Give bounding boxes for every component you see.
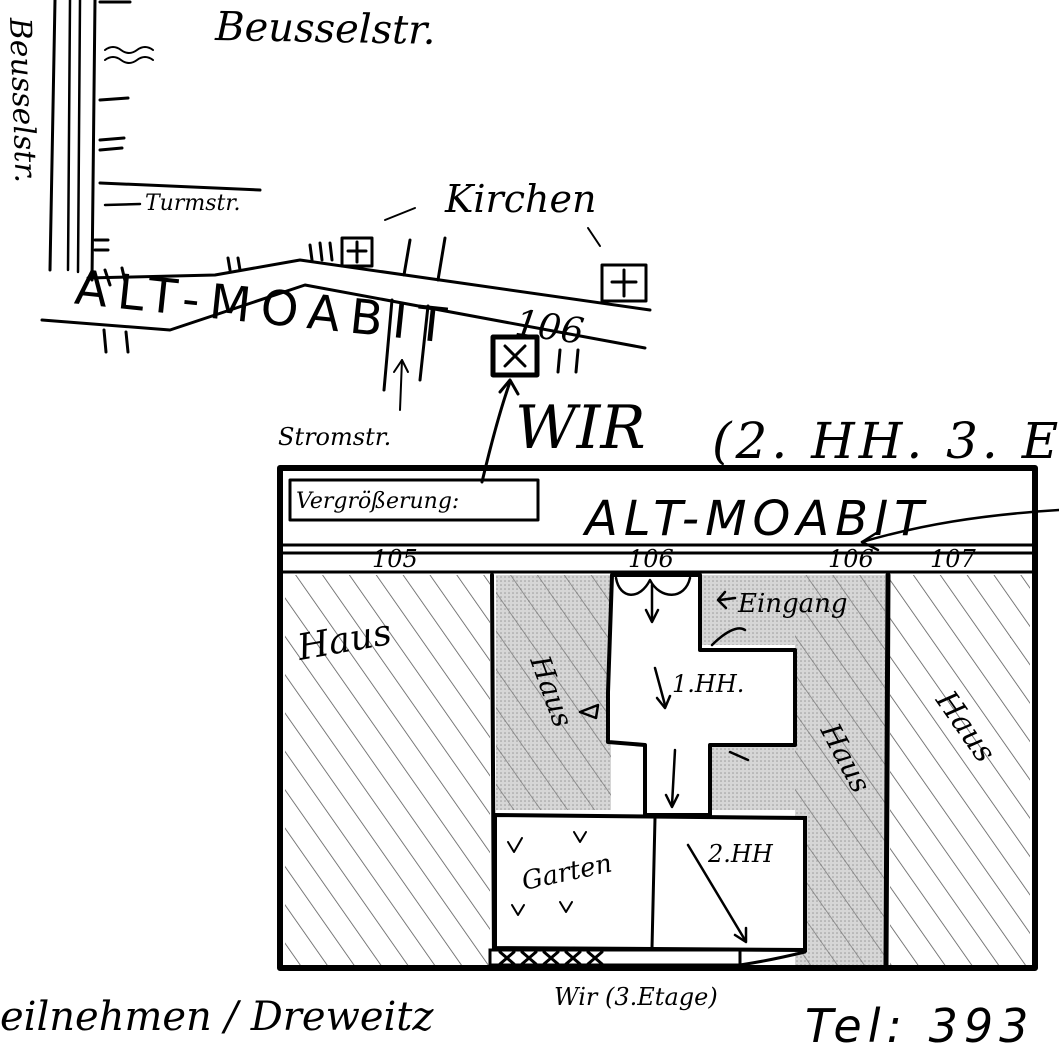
phone-number: Tel: 393 bbox=[805, 999, 1034, 1053]
house-107-block bbox=[890, 575, 1030, 965]
house-number-106-b: 106 bbox=[828, 545, 874, 573]
church-cross-icon bbox=[340, 236, 374, 268]
house-number-106-a: 106 bbox=[628, 545, 674, 573]
x-box-icon bbox=[490, 334, 540, 378]
footer: eilnehmen / Dreweitz Tel: 393 bbox=[0, 994, 1034, 1053]
we-label: WIR bbox=[515, 393, 646, 463]
enlargement-street: ALT-MOABIT bbox=[582, 491, 930, 547]
church-cross-icon bbox=[600, 263, 648, 303]
courtyard-1-label: 1.HH. bbox=[672, 670, 744, 698]
we-floor-label: Wir (3.Etage) bbox=[554, 983, 718, 1011]
courtyard-2-label: 2.HH bbox=[707, 840, 774, 868]
house-number-107: 107 bbox=[930, 545, 977, 573]
garden-crosses bbox=[498, 950, 604, 966]
street-label-left: Beusselstr. bbox=[2, 16, 43, 183]
enlargement-frame: Vergrößerung: ALT-MOABIT 105 106 106 107… bbox=[277, 465, 1038, 1011]
house-number-105: 105 bbox=[372, 545, 418, 573]
house-105-block bbox=[285, 575, 490, 965]
floor-note: (2. HH. 3. ETA bbox=[712, 412, 1059, 470]
footer-left-note: eilnehmen / Dreweitz bbox=[0, 994, 434, 1040]
street-label-turm: Turmstr. bbox=[145, 191, 240, 216]
entrance-label: Eingang bbox=[737, 589, 848, 619]
street-label-strom: Stromstr. bbox=[278, 423, 391, 451]
enlargement-label: Vergrößerung: bbox=[296, 489, 459, 514]
house-number-label: 106 bbox=[513, 303, 587, 353]
street-label-top: Beusselstr. bbox=[214, 4, 436, 54]
churches-label: Kirchen bbox=[444, 177, 596, 221]
